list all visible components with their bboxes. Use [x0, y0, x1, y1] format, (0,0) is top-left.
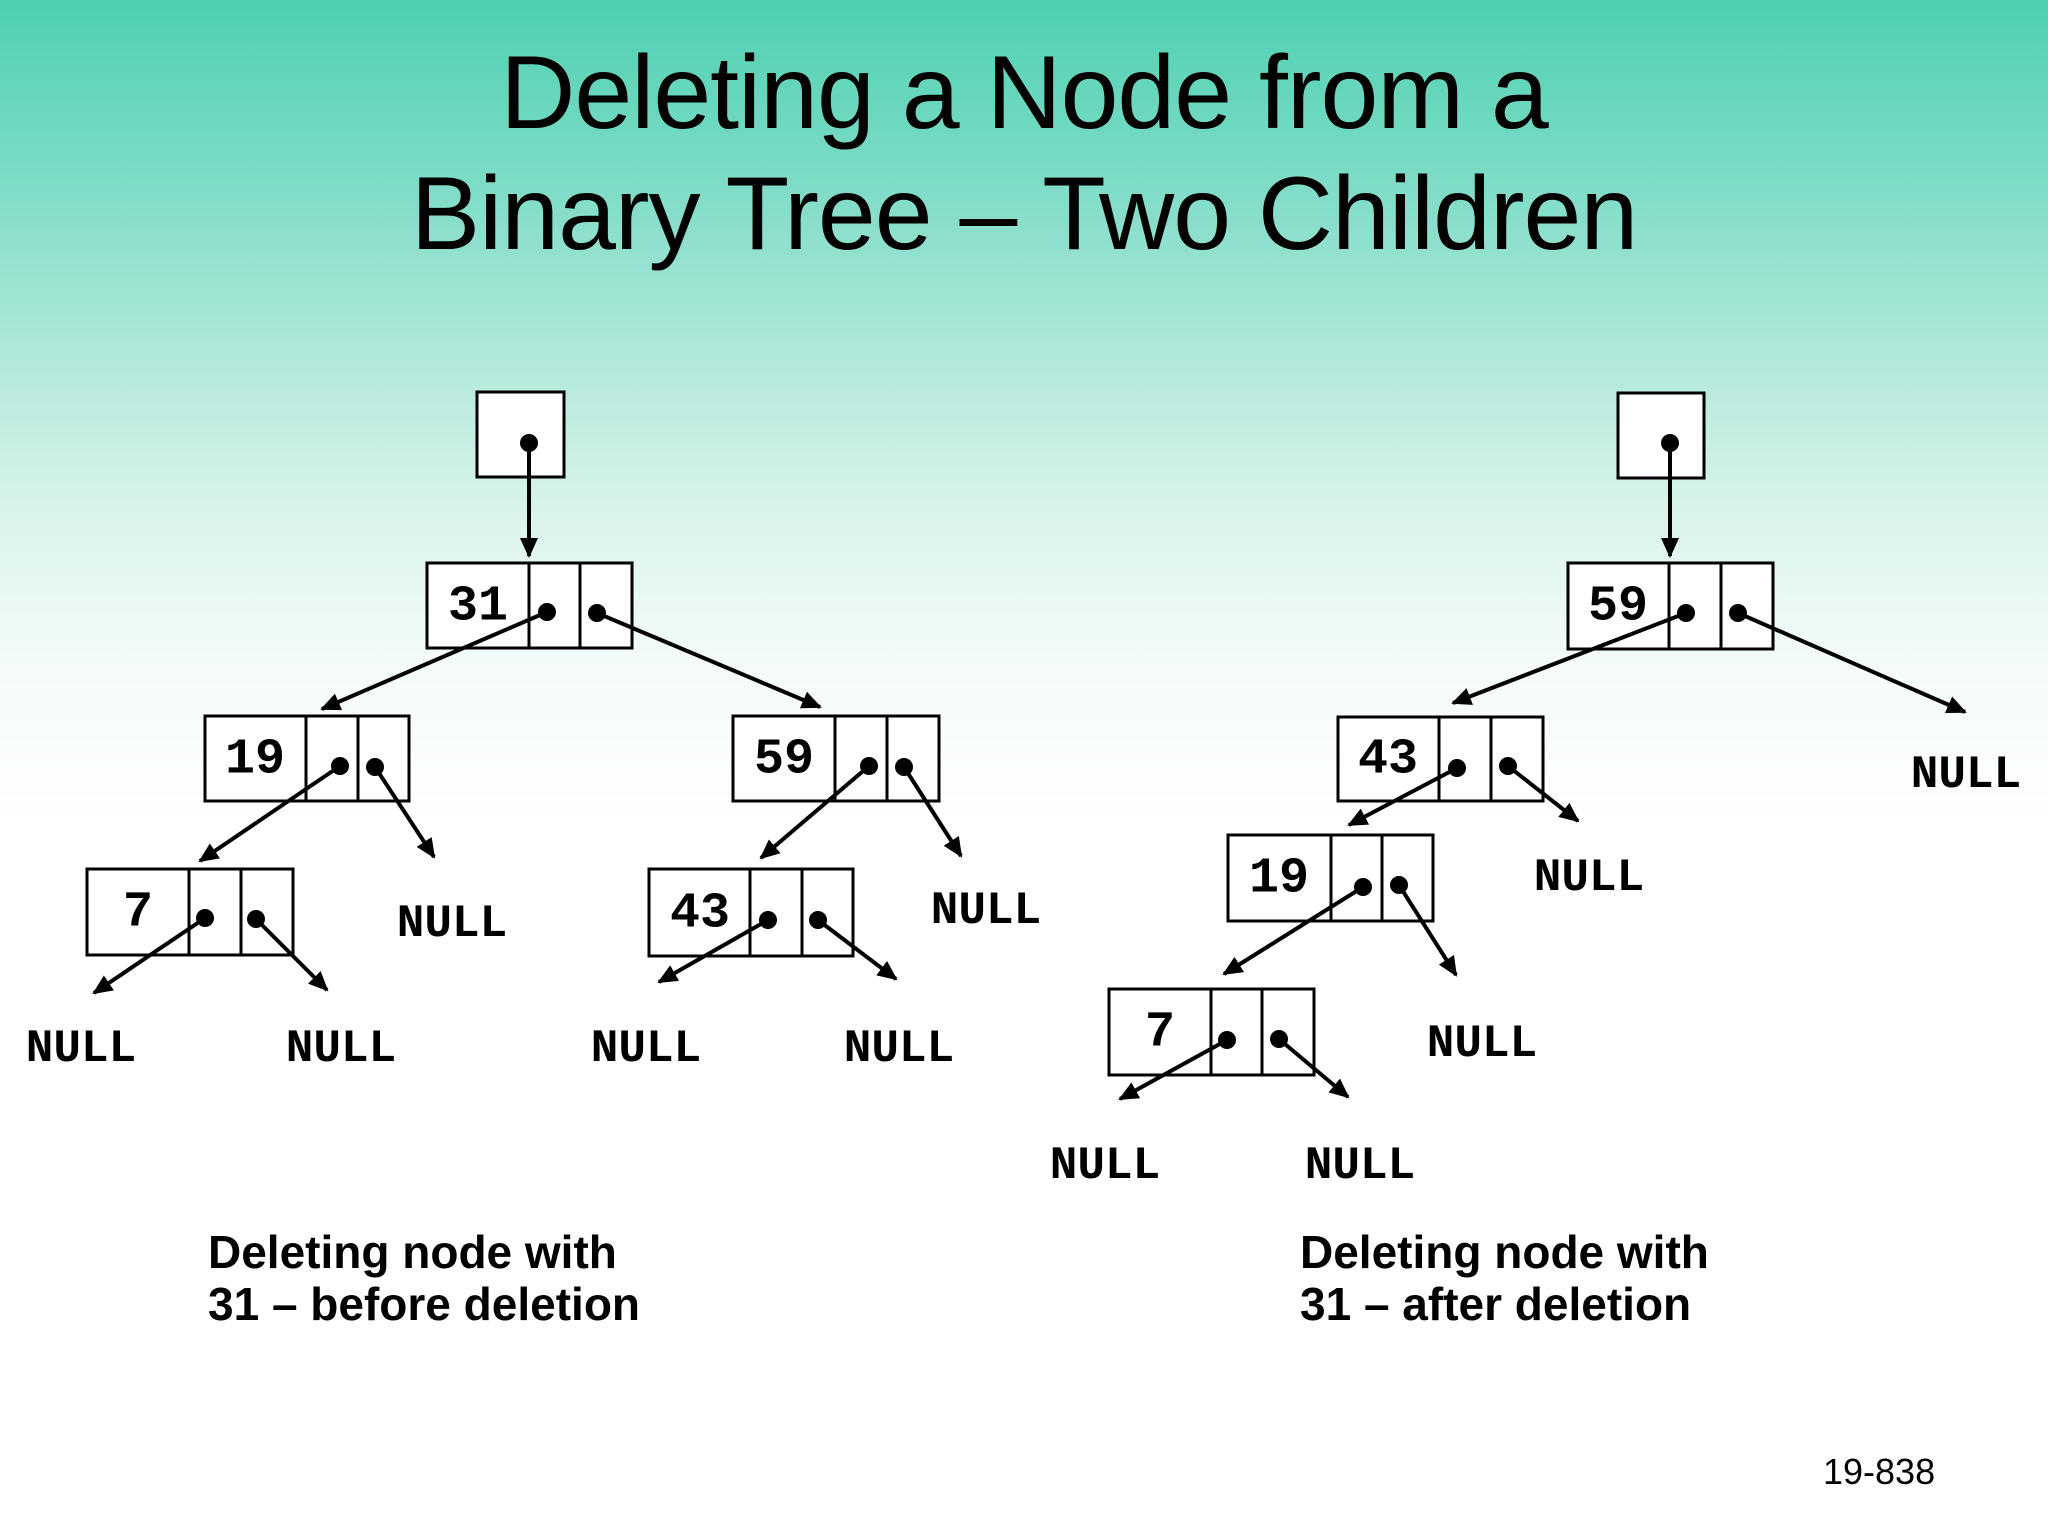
edge-7-left-null	[1118, 1038, 1228, 1101]
root-pointer-box	[1616, 391, 1706, 480]
edge-19-right-null	[1397, 883, 1458, 977]
edge-19-right-null	[373, 765, 436, 859]
null-label: NULL	[1305, 1140, 1415, 1192]
node-7-right-dot	[247, 910, 265, 928]
caption-before-line2: 31 – before deletion	[208, 1278, 641, 1330]
edge-59-right-null	[1737, 611, 1967, 714]
edge-7-right-null	[1277, 1037, 1350, 1099]
node-7-value: 7	[123, 885, 153, 942]
node-7-right-dot	[1270, 1030, 1288, 1048]
null-label: NULL	[931, 885, 1041, 937]
root-pointer-box	[475, 390, 566, 479]
null-label: NULL	[1911, 749, 2021, 801]
slide-title: Deleting a Node from a Binary Tree – Two…	[0, 33, 2048, 275]
caption-before: Deleting node with 31 – before deletion	[208, 1226, 640, 1330]
node-43-left-dot	[1448, 759, 1466, 777]
edge-43-left-null	[657, 918, 769, 984]
edge-7-left-null	[92, 916, 207, 995]
caption-before-line1: Deleting node with	[208, 1226, 617, 1278]
node-59-left-dot	[1677, 604, 1695, 622]
node-7-value: 7	[1145, 1005, 1175, 1062]
edge-19-left	[198, 764, 342, 863]
edge-59-left	[1451, 611, 1687, 705]
node-19-left-dot	[331, 757, 349, 775]
null-label: NULL	[1427, 1018, 1537, 1070]
node-19-value: 19	[1249, 851, 1309, 908]
node-43-value: 43	[1358, 732, 1418, 789]
edge-19-left	[1222, 885, 1365, 976]
null-label: NULL	[397, 898, 507, 950]
node-59-right-dot	[895, 758, 913, 776]
edge-43-right-null	[1506, 764, 1580, 823]
tree-before: 31 19 7 59 43 NULL NULL NULL NULL NULL N…	[26, 390, 1041, 1075]
null-label: NULL	[26, 1023, 136, 1075]
edge-7-right-null	[254, 917, 329, 992]
node-31-value: 31	[448, 579, 508, 636]
node-43-value: 43	[670, 886, 730, 943]
null-label: NULL	[1050, 1140, 1160, 1192]
root-pointer-dot	[1661, 434, 1679, 452]
root-pointer-dot	[520, 434, 538, 452]
caption-after: Deleting node with 31 – after deletion	[1300, 1226, 1709, 1330]
null-label: NULL	[286, 1023, 396, 1075]
node-43-right-dot	[1499, 757, 1517, 775]
edge-59-right-null	[902, 765, 963, 858]
edge-43-left	[1347, 766, 1458, 827]
caption-after-line2: 31 – after deletion	[1300, 1278, 1692, 1330]
node-7-left-dot	[196, 909, 214, 927]
null-label: NULL	[591, 1023, 701, 1075]
node-59-left-dot	[860, 757, 878, 775]
node-19-value: 19	[225, 732, 285, 789]
node-43-right-dot	[809, 911, 827, 929]
null-label: NULL	[844, 1023, 954, 1075]
slide-title-line1: Deleting a Node from a	[500, 35, 1548, 151]
node-43-left-dot	[759, 911, 777, 929]
edge-31-left	[320, 610, 548, 711]
node-19-right-dot	[1390, 876, 1408, 894]
node-7-left-dot	[1218, 1031, 1236, 1049]
edge-31-right	[596, 611, 822, 709]
node-19-right-dot	[366, 758, 384, 776]
slide-title-line2: Binary Tree – Two Children	[410, 156, 1638, 272]
node-59-value: 59	[754, 732, 814, 789]
caption-after-line1: Deleting node with	[1300, 1226, 1709, 1278]
node-31-right-dot	[588, 604, 606, 622]
node-19-left-dot	[1354, 878, 1372, 896]
node-59-value: 59	[1588, 579, 1648, 636]
node-31-left-dot	[538, 603, 556, 621]
page-number: 19-838	[1823, 1451, 1936, 1492]
null-label: NULL	[1534, 852, 1644, 904]
tree-after: 59 43 19 7 NULL NULL NULL NULL NULL	[1050, 391, 2021, 1192]
edge-59-left	[759, 764, 871, 860]
edge-43-right-null	[816, 918, 898, 981]
node-59-right-dot	[1729, 604, 1747, 622]
